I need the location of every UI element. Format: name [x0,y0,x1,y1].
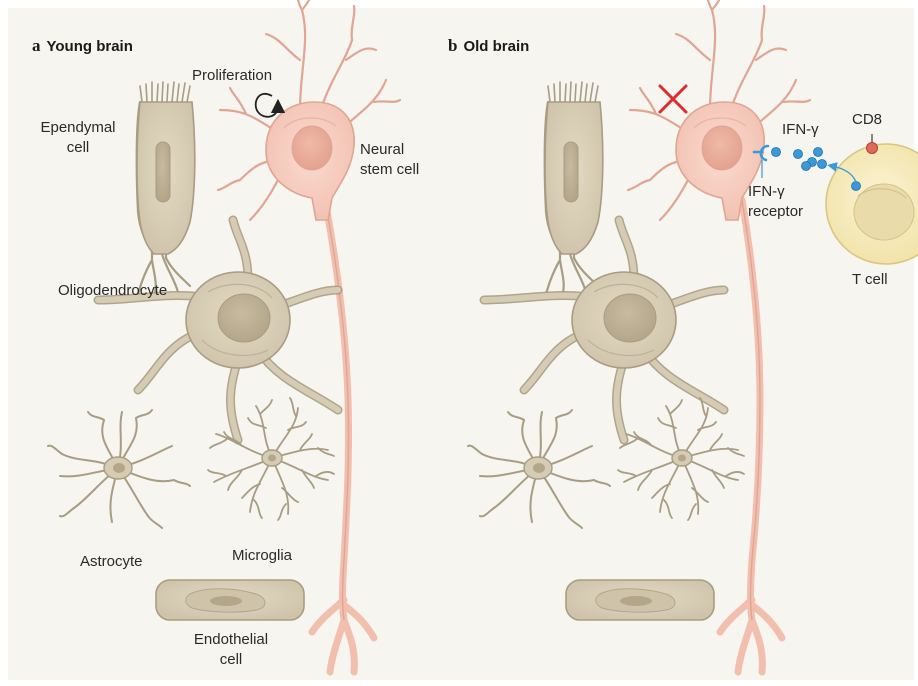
label-oligodendrocyte: Oligodendrocyte [58,281,167,300]
panel-a-letter: a [32,36,41,55]
label-cd8: CD8 [852,110,882,129]
label-microglia: Microglia [232,546,292,565]
t-cell [826,134,918,264]
label-endothelial-line1: Endothelial [176,630,286,649]
cd8-marker [867,143,878,154]
oligodendrocyte-a [98,220,338,440]
ifn-gamma-molecules [794,148,827,171]
label-astrocyte: Astrocyte [80,552,143,571]
microglia-a [208,398,334,520]
label-neural-line2: stem cell [360,160,419,179]
proliferation-arrow [256,94,278,117]
endothelial-cell-a [156,580,304,620]
panel-b-title: b Old brain [448,36,529,56]
ependymal-cell-a [137,82,195,296]
ependymal-cell-b [545,82,603,296]
endothelial-cell-b [566,580,714,620]
panel-b-letter: b [448,36,457,55]
panel-b-heading: Old brain [463,38,529,55]
oligodendrocyte-b [484,220,724,440]
panel-a-title: a Young brain [32,36,133,56]
label-proliferation: Proliferation [192,66,272,85]
label-ependymal-line2: cell [30,138,126,157]
label-ifn-gamma: IFN-γ [782,120,819,139]
label-ependymal-line1: Ependymal [30,118,126,137]
label-endothelial-line2: cell [176,650,286,669]
label-receptor-line1: IFN-γ [748,182,785,201]
label-receptor-line2: receptor [748,202,803,221]
label-neural-line1: Neural [360,140,404,159]
microglia-b [618,398,744,520]
panel-b-illustration [468,0,918,672]
panel-a-heading: Young brain [47,38,133,55]
astrocyte-b [468,410,610,528]
panel-a-illustration [48,0,400,672]
blocked-proliferation-cross [660,86,686,112]
neural-stem-cell-a [218,0,400,220]
label-t-cell: T cell [852,270,888,289]
astrocyte-a [48,410,190,528]
